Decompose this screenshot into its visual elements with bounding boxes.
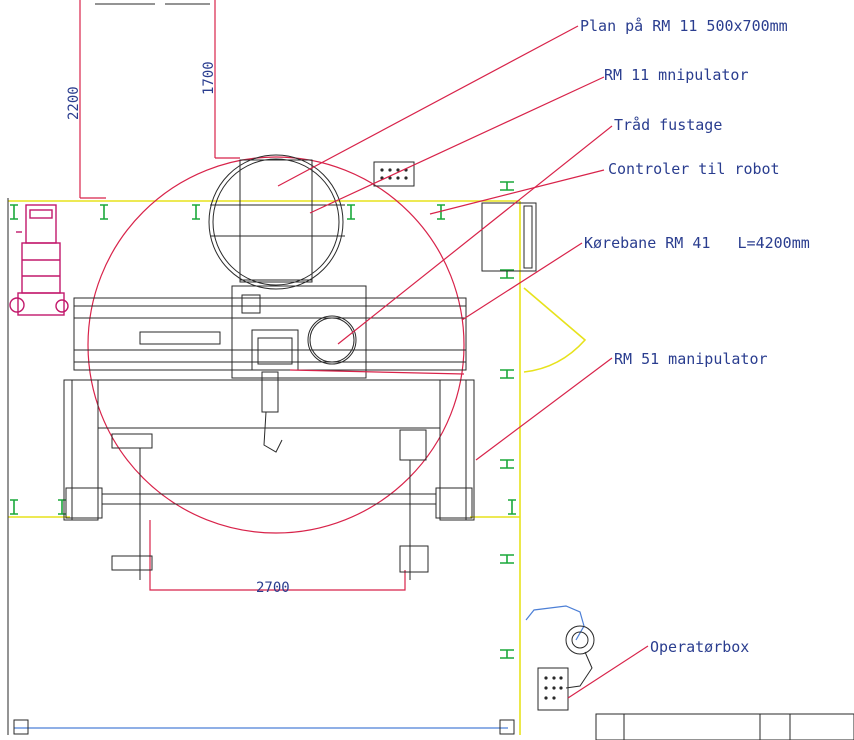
dimension-2700: 2700: [256, 580, 290, 596]
rm11-table: [208, 154, 345, 290]
dimension-2200: 2200: [66, 86, 82, 120]
corner-post-left: [13, 719, 29, 735]
label-rm51-manipulator: RM 51 manipulator: [614, 350, 768, 368]
leader-lines: [277, 25, 649, 699]
rm51-manipulator-frame: [63, 379, 475, 580]
label-trad-fustage: Tråd fustage: [614, 116, 722, 134]
robot-controller-cabinet: [481, 202, 537, 272]
label-plan-rm11: Plan på RM 11 500x700mm: [580, 17, 788, 35]
dimension-lines: [79, 0, 406, 591]
robot-arm: [251, 329, 299, 453]
operator-arm: [525, 605, 595, 689]
title-block: [595, 713, 854, 740]
operator-box: [537, 667, 569, 711]
label-rm11-manipulator: RM 11 mnipulator: [604, 66, 749, 84]
fence-post-markers: [10, 181, 516, 659]
track-rails: [73, 297, 467, 371]
safety-fence: [8, 200, 587, 735]
dimension-1700: 1700: [201, 61, 217, 95]
reach-circle: [87, 156, 465, 534]
welding-trolley: [9, 204, 69, 316]
robot-carriage: [231, 285, 367, 379]
label-operatorbox: Operatørbox: [650, 638, 749, 656]
label-korebane: Kørebane RM 41 L=4200mm: [584, 234, 810, 252]
label-controller: Controler til robot: [608, 160, 780, 178]
corner-post-right: [499, 719, 515, 735]
